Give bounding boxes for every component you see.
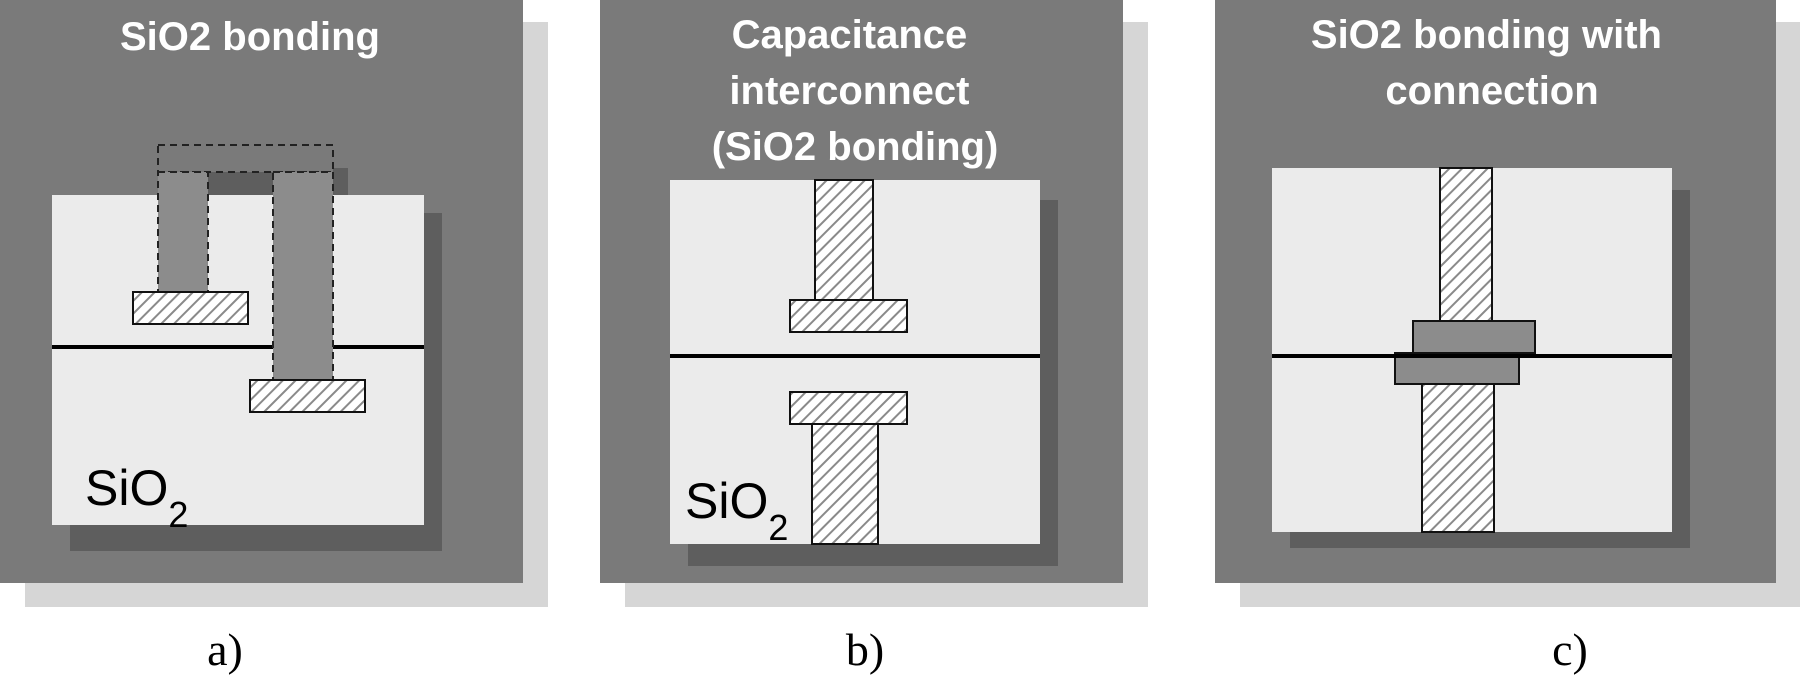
panel-a-bottom-metal-pad	[249, 379, 366, 413]
panel-a-material-label: SiO2	[85, 460, 188, 535]
panel-b: Capacitance interconnect (SiO2 bonding) …	[600, 0, 1148, 675]
panel-a-title-line-1: SiO2 bonding	[120, 15, 380, 59]
panel-a-dashed-bridge	[157, 144, 334, 173]
panel-b-material-subscript: 2	[768, 507, 788, 548]
panel-b-bottom-metal-line	[811, 423, 879, 545]
panel-b-title-line-1: Capacitance	[732, 13, 968, 57]
panel-a-top-metal-pad	[132, 291, 249, 325]
panel-b-bottom-metal-pad	[789, 391, 908, 425]
panel-a-oxide-stack	[52, 195, 424, 525]
panel-c-caption: c)	[1552, 624, 1588, 675]
panel-a: SiO2 bonding SiO2 a)	[0, 0, 548, 675]
panel-b-caption: b)	[846, 624, 884, 675]
panel-a-material-subscript: 2	[168, 494, 188, 535]
panel-a-left-via	[157, 171, 209, 293]
panel-c-title-line-2: connection	[1385, 69, 1598, 113]
panel-c-bottom-bond-pad	[1394, 352, 1520, 385]
panel-c-title: SiO2 bonding with connection	[1311, 13, 1673, 113]
panel-a-right-via	[272, 171, 334, 381]
panel-b-material-label: SiO2	[685, 473, 788, 548]
panel-c-top-bond-pad	[1412, 320, 1536, 354]
panel-b-top-metal-line	[814, 179, 874, 301]
panel-a-title: SiO2 bonding	[120, 15, 380, 59]
panel-b-title-line-3: (SiO2 bonding)	[712, 125, 999, 169]
panel-b-title: Capacitance interconnect (SiO2 bonding)	[712, 13, 999, 169]
panel-c-top-metal-line	[1439, 167, 1493, 322]
panel-c-title-line-1: SiO2 bonding with	[1311, 13, 1662, 57]
panel-b-top-metal-pad	[789, 299, 908, 333]
panel-a-caption: a)	[207, 624, 243, 675]
panel-b-title-line-2: interconnect	[729, 69, 969, 113]
panel-c-bottom-metal-line	[1421, 382, 1495, 533]
